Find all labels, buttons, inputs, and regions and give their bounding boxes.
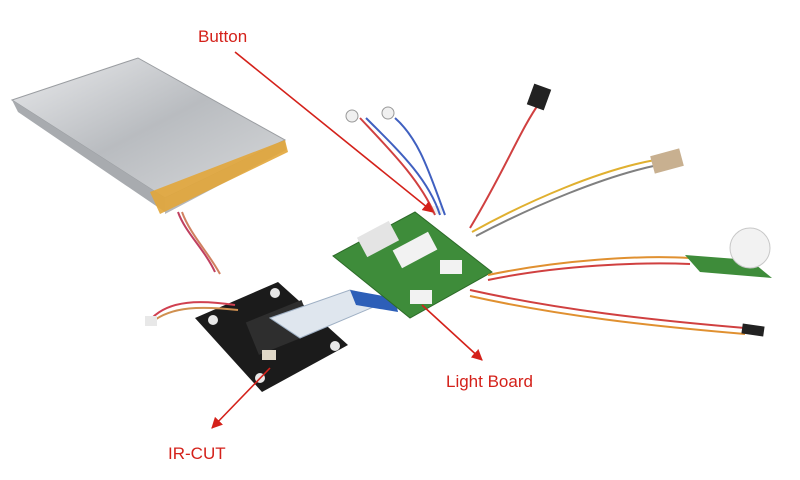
light-board-arrow [421, 304, 483, 361]
camera-board-icon [145, 282, 348, 392]
connector-plug-icon [741, 323, 765, 337]
pir-sensor-icon [685, 227, 772, 278]
battery-icon [10, 57, 288, 275]
ir-cut-arrow [211, 367, 271, 429]
ir-cut-label: IR-CUT [168, 444, 226, 463]
led-icon [345, 106, 395, 123]
ir-emitter-icon [526, 83, 552, 111]
sensor-wires [359, 101, 746, 335]
button-arrow [234, 51, 434, 213]
button-label: Button [198, 27, 248, 46]
switch-icon [650, 148, 684, 174]
button-component [432, 206, 442, 214]
annotation-arrows [211, 51, 483, 429]
light-board-label: Light Board [446, 372, 533, 391]
main-board-icon [332, 206, 493, 319]
